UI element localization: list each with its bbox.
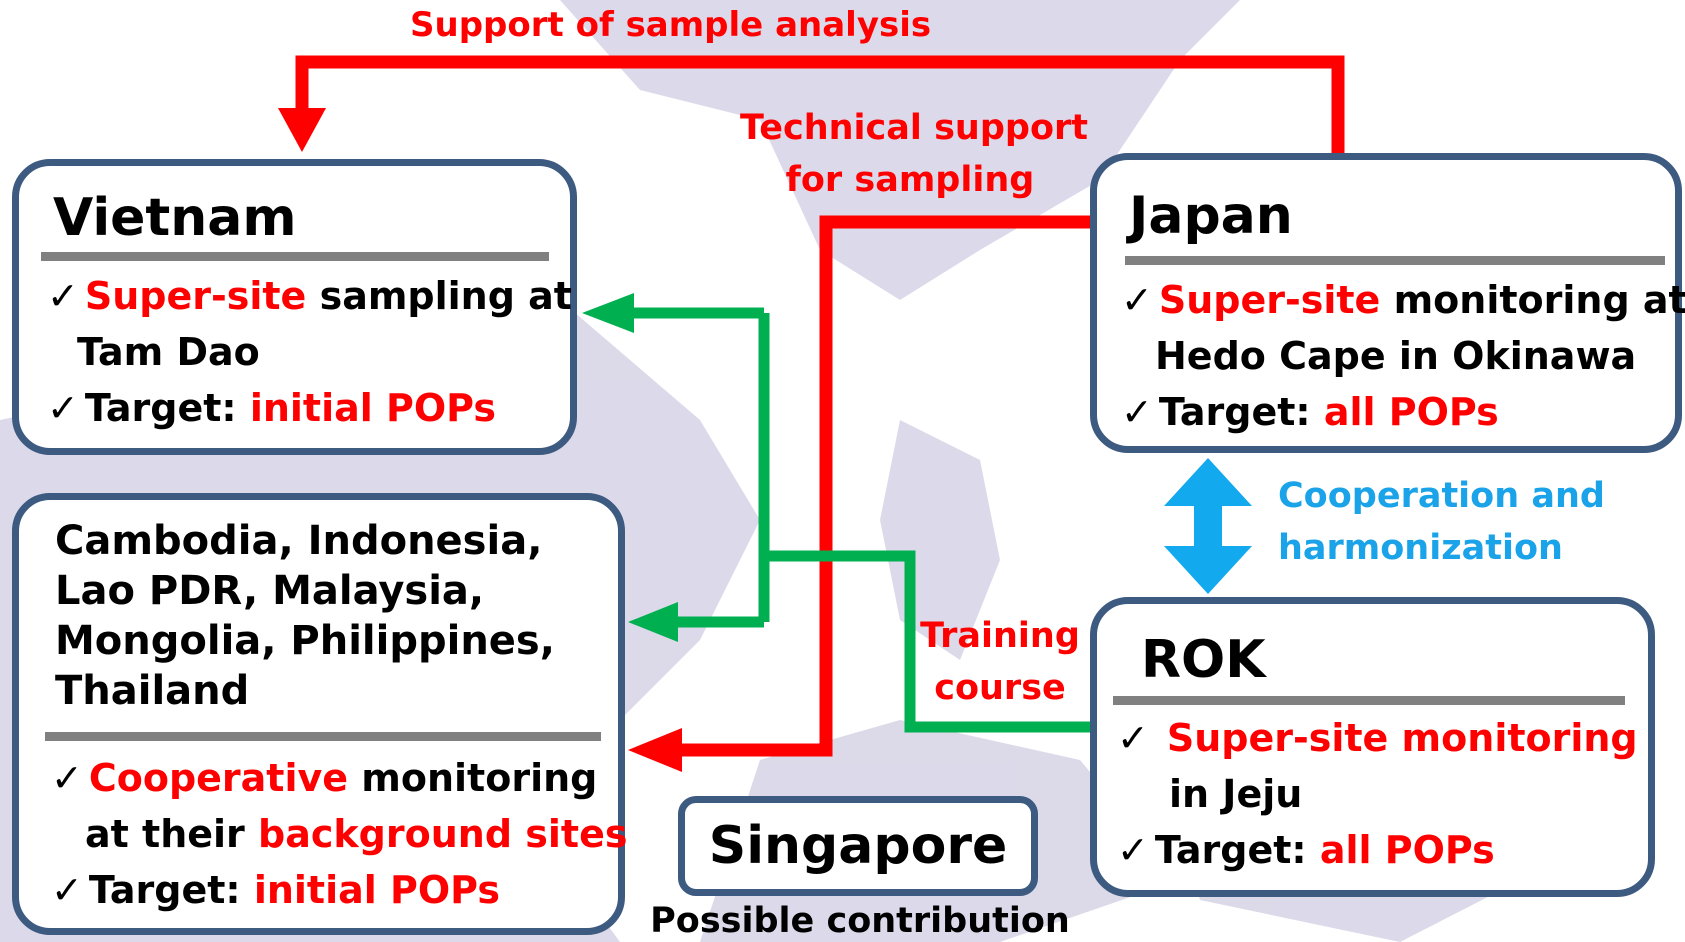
japan-monitoring-at: monitoring at [1380,278,1685,322]
japan-divider [1125,256,1665,265]
others-cooperative: Cooperative [88,756,349,800]
vietnam-sampling-at: sampling at [306,274,572,318]
rok-line-1: ✓ Super-site monitoring [1117,716,1638,760]
label-support-sample-analysis: Support of sample analysis [410,5,932,45]
label-cooperation: Cooperation and harmonization [1278,470,1605,574]
japan-target-value: all POPs [1323,390,1499,434]
singapore-title: Singapore [708,816,1008,876]
vietnam-line-2: Tam Dao [77,330,260,374]
label-cooperation-line1: Cooperation and [1278,476,1605,516]
others-divider [45,732,601,741]
rok-target-value: all POPs [1319,828,1495,872]
check-icon: ✓ [1121,278,1153,322]
countries-line-4: Thailand [55,668,250,714]
rok-target-label: Target: [1154,828,1320,872]
others-box: Cambodia, Indonesia, Lao PDR, Malaysia, … [12,493,627,935]
check-icon: ✓ [47,274,79,318]
others-line-3: ✓Target: initial POPs [51,868,500,912]
check-icon: ✓ [51,756,83,800]
vietnam-target-label: Target: [84,386,250,430]
japan-target-label: Target: [1158,390,1324,434]
countries-line-3: Mongolia, Philippines, [55,618,555,664]
label-training-line2: course [934,668,1066,708]
vietnam-line-3: ✓Target: initial POPs [47,386,496,430]
countries-line-1: Cambodia, Indonesia, [55,518,543,564]
vietnam-target-value: initial POPs [249,386,496,430]
others-line-1: ✓Cooperative monitoring [51,756,597,800]
rok-divider [1113,696,1625,705]
check-icon: ✓ [47,386,79,430]
others-monitoring: monitoring [348,756,598,800]
vietnam-box: Vietnam ✓Super-site sampling at Tam Dao … [12,159,577,455]
japan-line-1: ✓Super-site monitoring at [1121,278,1685,322]
rok-line-3: ✓Target: all POPs [1117,828,1495,872]
rok-line-2: in Jeju [1169,772,1303,816]
others-target-value: initial POPs [253,868,500,912]
vietnam-title: Vietnam [53,188,297,248]
vietnam-divider [41,252,549,261]
rok-box: ROK ✓Super-site monitoring in Jeju ✓Targ… [1090,597,1655,897]
singapore-box: Singapore [678,796,1038,896]
others-target-label: Target: [88,868,254,912]
label-technical-support-line1: Technical support [740,108,1088,148]
green-arrow-training [582,293,1092,733]
label-technical-support-line2: for sampling [785,160,1035,200]
rok-title: ROK [1141,630,1266,690]
check-icon: ✓ [51,868,83,912]
label-technical-support: Technical support for sampling [740,102,1088,206]
label-training-course: Training course [920,610,1080,714]
red-arrow-technical-support [628,215,1092,772]
blue-double-arrow-cooperation [1164,458,1252,594]
japan-box: Japan ✓Super-site monitoring at Hedo Cap… [1090,153,1685,453]
check-icon: ✓ [1121,390,1153,434]
others-at-their: at their [85,812,259,856]
japan-line-3: ✓Target: all POPs [1121,390,1499,434]
rok-supersite-monitoring: Super-site monitoring [1166,716,1638,760]
others-line-2: at their background sites [85,812,627,856]
others-countries: Cambodia, Indonesia, Lao PDR, Malaysia, … [55,516,555,716]
japan-supersite: Super-site [1158,278,1381,322]
label-possible-contribution: Possible contribution [650,901,1070,941]
vietnam-line-1: ✓Super-site sampling at [47,274,572,318]
label-cooperation-line2: harmonization [1278,528,1563,568]
check-icon: ✓ [1117,716,1149,760]
check-icon: ✓ [1117,828,1149,872]
others-background-sites: background sites [258,812,628,856]
vietnam-supersite: Super-site [84,274,307,318]
japan-title: Japan [1129,186,1293,246]
countries-line-2: Lao PDR, Malaysia, [55,568,485,614]
red-arrow-sample-analysis [278,55,1345,153]
label-training-line1: Training [920,616,1080,656]
japan-line-2: Hedo Cape in Okinawa [1155,334,1637,378]
